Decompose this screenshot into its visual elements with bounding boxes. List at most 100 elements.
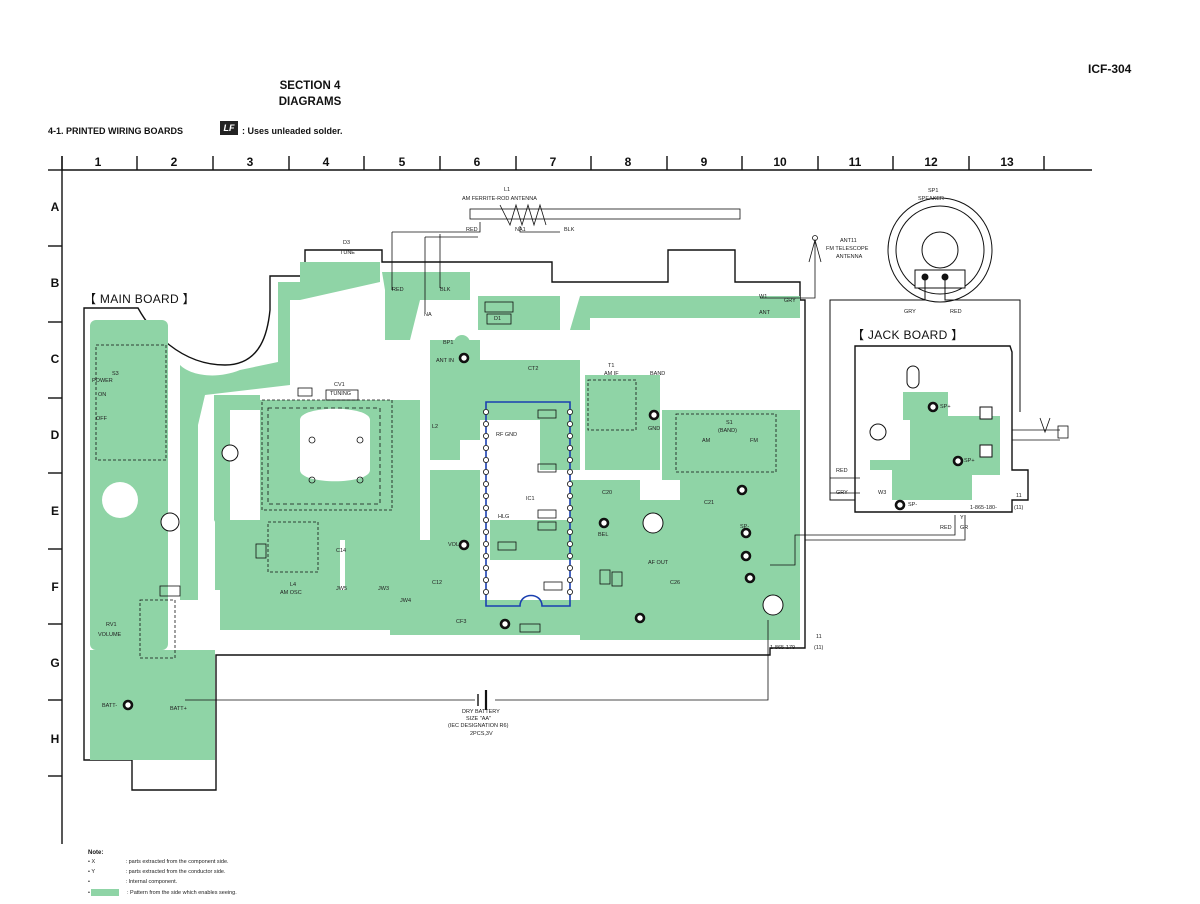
jack-board-number: 1-865-180- xyxy=(970,505,997,511)
battery-wiring xyxy=(185,620,769,710)
sp-minus-label: SP- xyxy=(740,524,750,530)
c20-label: C20 xyxy=(602,490,613,496)
main-board-label: 【 MAIN BOARD 】 xyxy=(84,292,195,306)
w1-gry-label: GRY xyxy=(784,298,796,304)
col-1: 1 xyxy=(94,155,102,169)
s3-off: OFF xyxy=(96,416,107,422)
t1-name: AM IF xyxy=(604,371,619,377)
d3-name: TUNE xyxy=(340,250,355,256)
test-points xyxy=(122,352,964,711)
s3-on: ON xyxy=(98,392,107,398)
gnd-label: GND xyxy=(648,426,661,432)
l2-label: L2 xyxy=(432,424,439,430)
model-number: ICF-304 xyxy=(1088,62,1132,76)
c12-label: C12 xyxy=(432,580,443,586)
col-5: 5 xyxy=(398,155,406,169)
note-x-text: : parts extracted from the component sid… xyxy=(125,859,229,865)
col-7: 7 xyxy=(549,155,557,169)
component-outlines xyxy=(95,301,997,659)
w1-label: W1 xyxy=(759,294,768,300)
jack-board-rev2: (11) xyxy=(1014,505,1024,511)
ic1-pins xyxy=(482,408,574,596)
d1-label: D1 xyxy=(494,316,502,322)
col-10: 10 xyxy=(773,155,787,169)
jack-gr: GR xyxy=(960,525,969,531)
red-wire-label: RED xyxy=(392,287,404,293)
note-x: • X : parts extracted from the component… xyxy=(88,859,229,865)
cf3-label: CF3 xyxy=(456,619,467,625)
col-13: 13 xyxy=(1000,155,1014,169)
note-internal-symbol: • xyxy=(88,879,90,885)
battery-size: SIZE "AA" xyxy=(466,716,491,722)
main-board-number: 1-865-179- xyxy=(770,645,797,651)
battery-title: DRY BATTERY xyxy=(462,709,500,715)
lead-free-logo: LF xyxy=(220,121,238,135)
jack-y: Y xyxy=(960,515,964,521)
row-c: C xyxy=(50,352,60,366)
jw3-label: JW3 xyxy=(378,586,389,592)
rv1-ref: RV1 xyxy=(106,622,117,628)
row-h: H xyxy=(50,732,60,746)
note-y-symbol: • Y xyxy=(88,869,96,875)
rv1-name: VOLUME xyxy=(98,632,122,638)
col-6: 6 xyxy=(473,155,481,169)
ant-in-label: ANT IN xyxy=(436,358,454,364)
jw5-label: JW5 xyxy=(336,586,347,592)
ant11-ref: ANT11 xyxy=(840,238,857,244)
jack-gry: GRY xyxy=(836,490,848,496)
s3-name: POWER xyxy=(92,378,113,384)
ferrite-rod-antenna xyxy=(391,203,741,312)
jack-red: RED xyxy=(836,468,848,474)
note-pattern-text: : Pattern from the side which enables se… xyxy=(127,889,237,896)
jack-board-label: 【 JACK BOARD 】 xyxy=(852,328,964,342)
note-internal: • : Internal component. xyxy=(88,879,177,885)
ant-label: ANT xyxy=(759,310,770,316)
sp1-name: SPEAKER xyxy=(918,196,944,202)
ic1-outline xyxy=(485,401,571,607)
c14-label: C14 xyxy=(336,548,347,554)
row-b: B xyxy=(50,276,60,290)
s1-am: AM xyxy=(702,438,711,444)
note-pattern: • : Pattern from the side which enables … xyxy=(88,889,237,896)
jw4-label: JW4 xyxy=(400,598,411,604)
section-title: DIAGRAMS xyxy=(278,96,342,108)
row-d: D xyxy=(50,428,60,442)
col-3: 3 xyxy=(246,155,254,169)
rf-gnd-label: RF GND xyxy=(496,432,518,438)
cv1-ref: CV1 xyxy=(334,382,345,388)
section-number: SECTION 4 xyxy=(279,80,341,92)
main-board-rev: 11 xyxy=(816,634,822,640)
subsection-title: 4-1. PRINTED WIRING BOARDS xyxy=(48,126,184,136)
battery-qty: 2PCS,3V xyxy=(470,731,493,737)
bel-label: BEL xyxy=(598,532,609,538)
col-12: 12 xyxy=(924,155,938,169)
col-11: 11 xyxy=(848,155,862,169)
jack-sp-plus-1: SP+ xyxy=(940,404,951,410)
note-pattern-symbol: • xyxy=(88,889,90,896)
ant11-name2: ANTENNA xyxy=(836,254,863,260)
row-f: F xyxy=(51,580,59,594)
hlg-label: HLG xyxy=(498,514,510,520)
l4-name: AM OSC xyxy=(280,590,302,596)
af-out-label: AF OUT xyxy=(648,560,669,566)
col-8: 8 xyxy=(624,155,632,169)
ic1-label: IC1 xyxy=(526,496,535,502)
jack-board-rev: 11 xyxy=(1016,493,1022,499)
col-4: 4 xyxy=(322,155,330,169)
jack-w3: W3 xyxy=(878,490,887,496)
s3-ref: S3 xyxy=(112,371,119,377)
na-wire-label: NA xyxy=(424,312,432,318)
ct2-label: CT2 xyxy=(528,366,539,372)
d3-ref: D3 xyxy=(343,240,351,246)
s1-name: (BAND) xyxy=(718,428,737,434)
speaker-drawing xyxy=(829,197,1021,501)
ant-blk-label: BLK xyxy=(564,227,575,233)
band-label: BAND xyxy=(650,371,666,377)
sp1-ref: SP1 xyxy=(928,188,939,194)
notes-title: Note: xyxy=(88,850,104,856)
main-board-rev2: (11) xyxy=(814,645,824,651)
ant-red-label: RED xyxy=(466,227,478,233)
batt-plus-label: BATT+ xyxy=(170,706,187,712)
col-2: 2 xyxy=(170,155,178,169)
row-g: G xyxy=(50,656,60,670)
